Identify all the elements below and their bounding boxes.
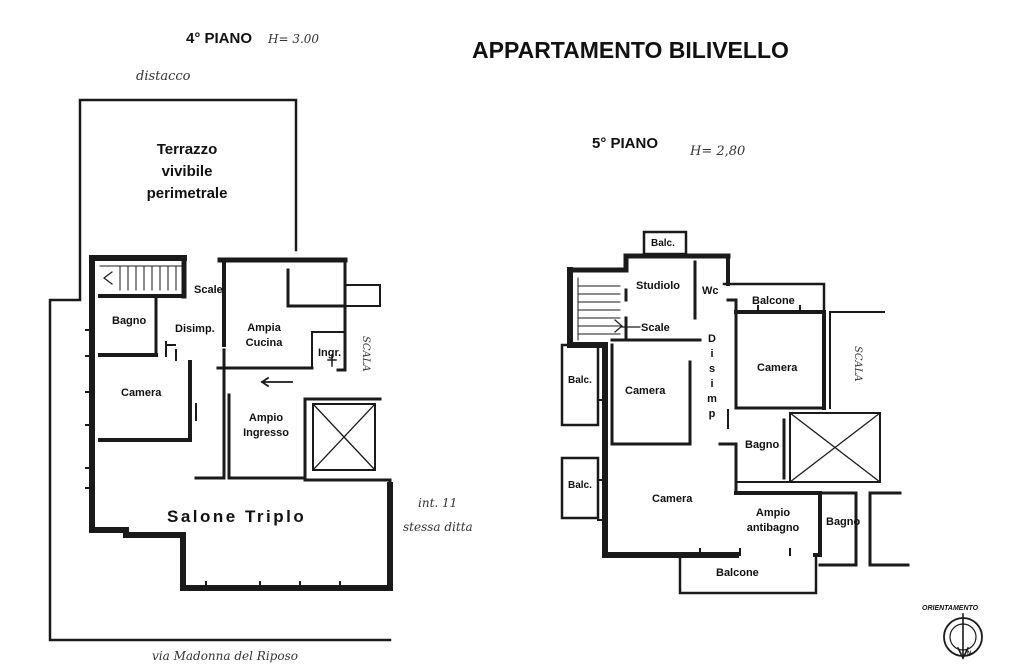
room-ampio-antibagno: Ampio antibagno	[746, 507, 800, 534]
floor-label-5: 5° PIANO	[592, 135, 659, 152]
room-salone-triplo: Salone Triplo	[167, 507, 307, 526]
room-balc-left-1: Balc.	[568, 375, 592, 386]
room-studiolo: Studiolo	[636, 280, 680, 292]
room-ampio-ingresso: Ampio Ingresso	[243, 412, 289, 439]
room-balcone-top: Balcone	[752, 295, 795, 307]
plan-title: APPARTAMENTO BILIVELLO	[472, 37, 789, 63]
room-camera-center: Camera	[625, 385, 666, 397]
room-camera-4: Camera	[121, 387, 162, 399]
right-floor-plan	[560, 230, 910, 595]
left-floor-plan	[48, 98, 393, 642]
room-ampia-cucina: Ampia Cucina	[245, 322, 283, 349]
orientation-label: ORIENTAMENTO	[922, 605, 979, 612]
room-balc-left-2: Balc.	[568, 480, 592, 491]
street-note: via Madonna del Riposo	[152, 649, 298, 663]
distacco-note: distacco	[136, 69, 191, 84]
compass-icon	[943, 613, 983, 660]
room-camera-right: Camera	[757, 362, 798, 374]
height-note-4: H= 3.00	[268, 32, 320, 46]
int-note-2: stessa ditta	[403, 520, 473, 534]
room-bagno-5b: Bagno	[826, 516, 861, 528]
room-scale-4: Scale	[194, 284, 223, 296]
height-note-5: H= 2,80	[690, 144, 746, 159]
room-wc: Wc	[702, 285, 719, 297]
room-terrazzo: Terrazzo vivibile perimetrale	[146, 141, 228, 202]
room-bagno-5a: Bagno	[745, 439, 780, 451]
room-balc-top: Balc.	[651, 238, 675, 249]
room-bagno-4: Bagno	[112, 315, 147, 327]
room-disimp-4: Disimp.	[175, 323, 215, 335]
floor-label-4: 4° PIANO	[186, 30, 253, 47]
room-camera-lower: Camera	[652, 493, 693, 505]
room-disimp-vertical: D i s i m p	[707, 333, 717, 420]
scala-note-5: SCALA	[852, 346, 863, 382]
scala-note-4: SCALA	[360, 336, 371, 372]
int-note-1: int. 11	[418, 496, 458, 510]
north-marker: N	[967, 651, 972, 657]
room-ingr: Ingr.	[318, 347, 342, 359]
room-scale-5: Scale	[641, 322, 670, 334]
room-balcone-bottom: Balcone	[716, 567, 759, 579]
